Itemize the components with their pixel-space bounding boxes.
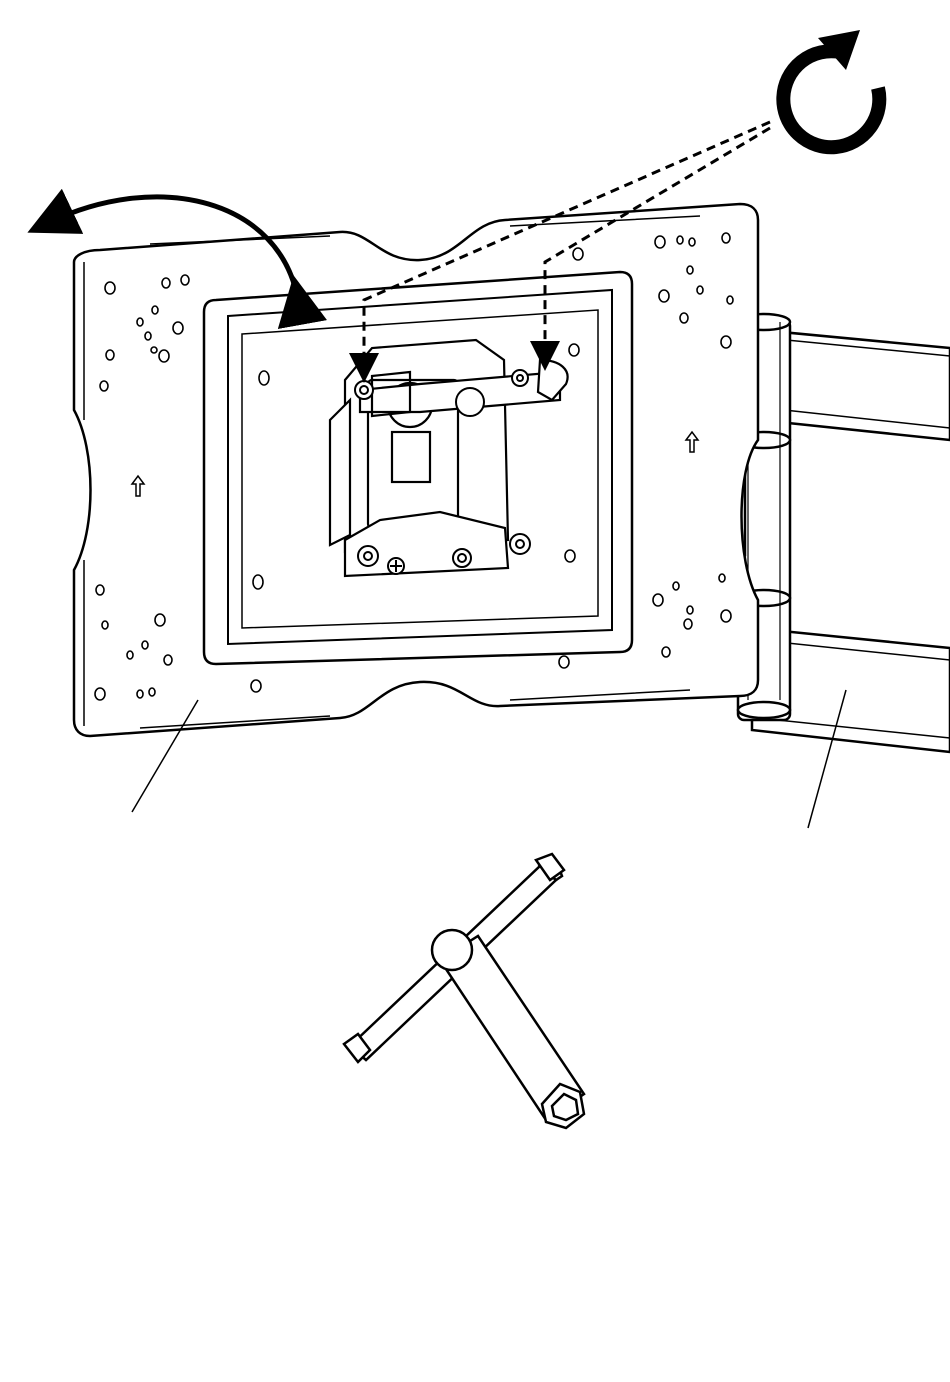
t-wrench [344, 854, 584, 1128]
rotate-clockwise-icon [783, 30, 879, 147]
